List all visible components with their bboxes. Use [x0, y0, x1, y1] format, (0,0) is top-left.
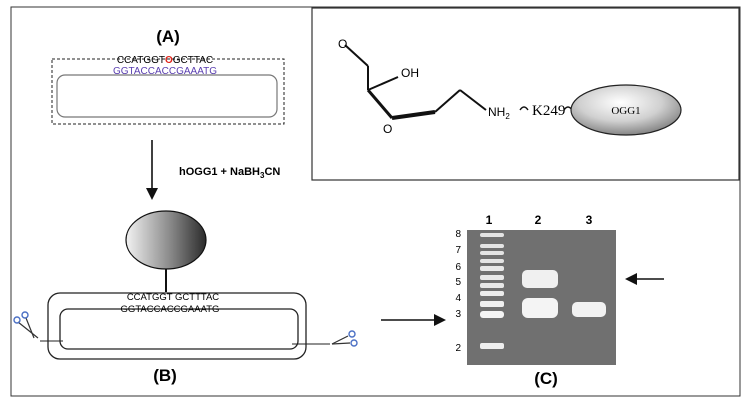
- structure-box: [311, 7, 740, 181]
- ladder-band: [480, 275, 504, 280]
- band-pointer-arrowhead: [625, 273, 637, 285]
- panel-b-label: (B): [153, 366, 177, 385]
- structure-oh: OH: [401, 66, 419, 80]
- structure-k249: K249: [532, 103, 565, 119]
- panel-a-top-strand: CCATGGTOGCTTAC: [117, 55, 213, 66]
- lane2-linear-band: [522, 298, 558, 318]
- ladder-band: [480, 266, 504, 271]
- gel-lane-label: 3: [586, 213, 593, 227]
- ladder-band: [480, 343, 504, 349]
- ladder-size-label: 8: [455, 229, 461, 240]
- ladder-size-label: 2: [455, 343, 461, 354]
- ogg1-enzyme-blob: [125, 210, 207, 270]
- gel-lane-label: 1: [486, 213, 493, 227]
- ladder-size-label: 7: [455, 245, 461, 256]
- panel-a-bottom-strand: GGTACCACCGAAATG: [113, 66, 217, 77]
- gel-lane-label: 2: [535, 213, 542, 227]
- panel-c-label: (C): [534, 369, 558, 388]
- gel-ladder-labels: 8 7 6 5 4 3 2: [455, 229, 461, 354]
- gel-lane-labels: 1 2 3: [486, 213, 593, 227]
- ladder-band: [480, 259, 504, 263]
- panel-b-top-strand: CCATGGT GCTTTAC: [127, 292, 219, 303]
- plasmid-outer-b: [47, 292, 307, 360]
- ogg1-label: OGG1: [611, 105, 640, 117]
- ladder-size-label: 6: [455, 262, 461, 273]
- panel-b-bottom-strand: GGTACCACCGAAATG: [121, 304, 220, 315]
- ladder-band: [480, 291, 504, 296]
- reaction-arrowhead: [146, 188, 158, 200]
- ladder-band: [480, 311, 504, 318]
- structure-o-ring: O: [383, 122, 392, 136]
- gel-bands: [480, 233, 606, 349]
- ladder-size-label: 4: [455, 293, 461, 304]
- to-gel-arrowhead: [434, 314, 446, 326]
- reaction-label: hOGG1 + NaBH3CN: [179, 166, 280, 180]
- ogg1-ellipse: [570, 84, 682, 136]
- lane3-linear-band: [572, 302, 606, 317]
- structure-nh2: NH2: [488, 105, 510, 121]
- lane2-crosslink-band: [522, 270, 558, 288]
- plasmid-outline-a: [56, 74, 278, 118]
- panel-a-label: (A): [156, 27, 180, 46]
- ladder-band: [480, 251, 504, 255]
- ladder-band: [480, 283, 504, 288]
- ladder-size-label: 5: [455, 277, 461, 288]
- structure-o-top: O: [338, 37, 347, 51]
- scissors-right-icon: [292, 330, 358, 347]
- plasmid-inner-b: [59, 308, 299, 350]
- ladder-band: [480, 233, 504, 237]
- scissors-left-icon: [13, 311, 63, 342]
- crosslink-structure: [344, 44, 487, 120]
- bond-n-lys: [519, 106, 529, 111]
- panel-a-dashed-box: [51, 58, 285, 125]
- ladder-band: [480, 244, 504, 248]
- ladder-band: [480, 301, 504, 307]
- ladder-size-label: 3: [455, 309, 461, 320]
